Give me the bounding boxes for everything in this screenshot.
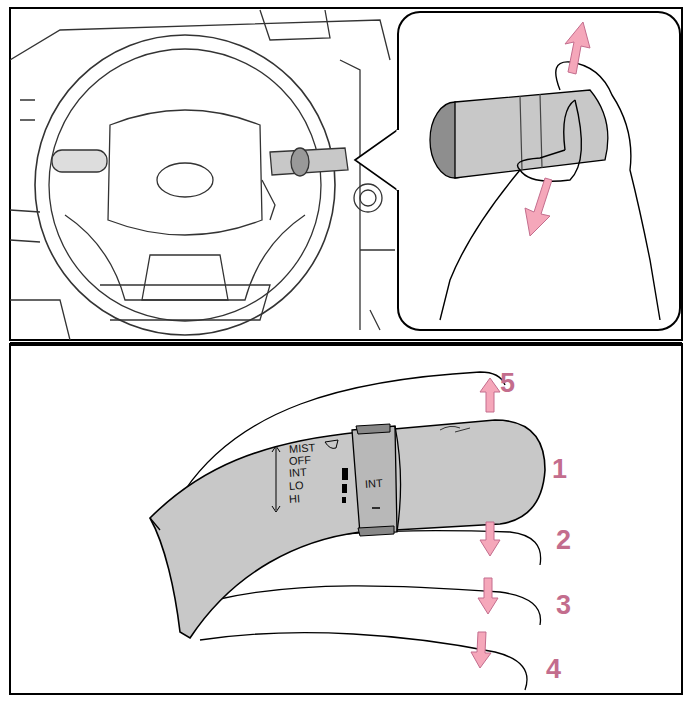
callout-number: 3	[556, 592, 571, 619]
direction-arrows	[471, 378, 500, 668]
callout-number: 4	[546, 656, 561, 683]
bottom-frame	[10, 344, 682, 694]
switch-position: INT	[289, 467, 307, 479]
switch-position: HI	[289, 493, 301, 505]
switch-position: MIST	[289, 442, 316, 455]
ring-label: INT	[365, 478, 383, 490]
wiper-lever	[150, 420, 545, 638]
top-frame	[10, 8, 682, 340]
inset-pointer	[355, 128, 400, 192]
callout-number: 2	[556, 527, 571, 554]
callout-number: 1	[552, 456, 567, 483]
callout-number: 5	[500, 370, 515, 397]
inset-arrows	[525, 22, 590, 236]
steering-wheel	[10, 10, 395, 340]
switch-position: OFF	[289, 454, 312, 467]
inset-hand	[440, 62, 660, 320]
inset-frame	[398, 12, 680, 330]
switch-position: LO	[289, 480, 304, 492]
